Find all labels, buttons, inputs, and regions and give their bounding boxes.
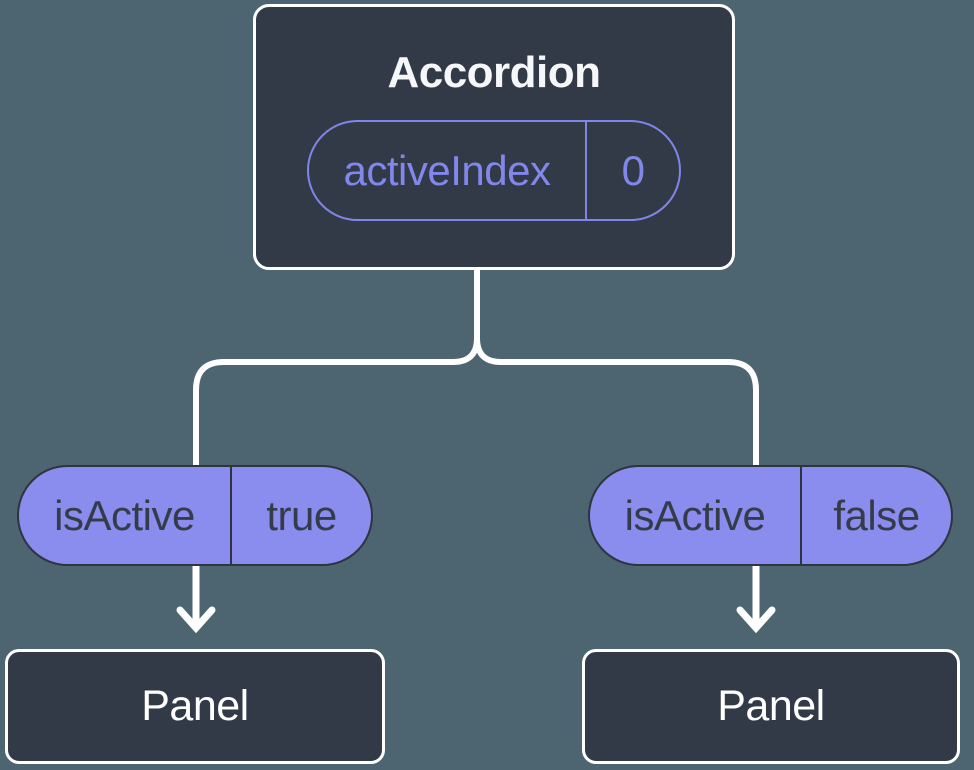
prop-pill-label: isActive	[54, 491, 195, 539]
prop-pill-isactive-false: isActive false	[588, 465, 953, 566]
state-pill-activeindex: activeIndex 0	[307, 120, 681, 221]
prop-pill-isactive-true: isActive true	[17, 465, 373, 566]
accordion-node: Accordion activeIndex 0	[253, 4, 735, 270]
branch-line-left	[193, 258, 480, 468]
panel-node-right: Panel	[582, 649, 960, 764]
prop-pill-label: isActive	[624, 491, 766, 539]
prop-pill-value: true	[230, 467, 371, 564]
state-pill-label: activeIndex	[343, 146, 551, 194]
arrow-head-left-icon	[176, 606, 216, 634]
panel-node-left: Panel	[5, 649, 385, 764]
panel-node-title: Panel	[717, 682, 825, 730]
arrow-head-right-icon	[736, 606, 776, 634]
prop-pill-value: false	[800, 467, 951, 564]
panel-node-title: Panel	[141, 682, 249, 730]
accordion-node-title: Accordion	[387, 48, 601, 97]
state-pill-value: 0	[585, 122, 679, 219]
branch-line-right	[474, 258, 759, 468]
